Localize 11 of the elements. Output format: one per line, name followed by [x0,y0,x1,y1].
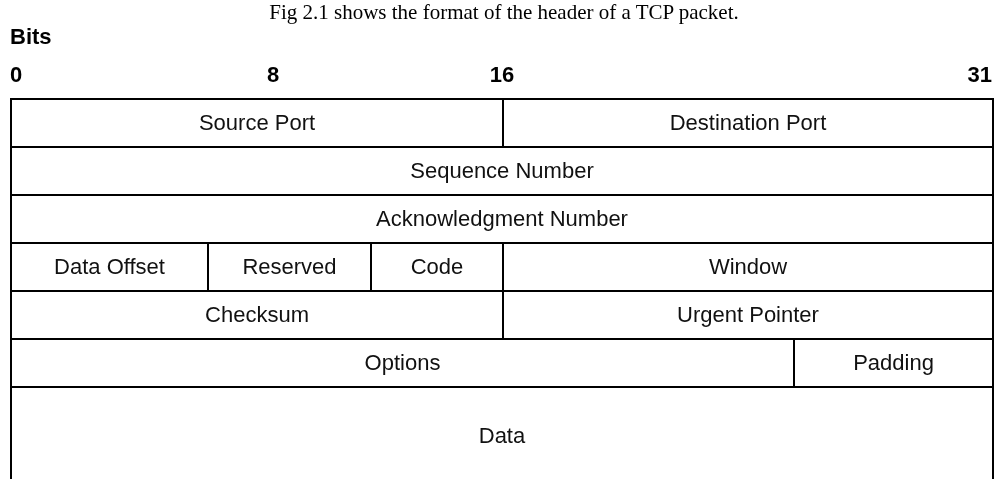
bit-number: 16 [489,62,515,88]
header-field: Acknowledgment Number [10,194,994,244]
caption-text: Fig 2.1 shows the format of the header of a TCP packet. [268,0,740,25]
axis-title: Bits [10,24,52,50]
bit-number: 0 [10,62,23,88]
bit-number: 31 [967,62,992,88]
header-field: Data [10,386,994,479]
header-field: Source Port [10,98,504,148]
header-field: Destination Port [502,98,994,148]
header-field: Sequence Number [10,146,994,196]
bit-number: 8 [266,62,280,88]
